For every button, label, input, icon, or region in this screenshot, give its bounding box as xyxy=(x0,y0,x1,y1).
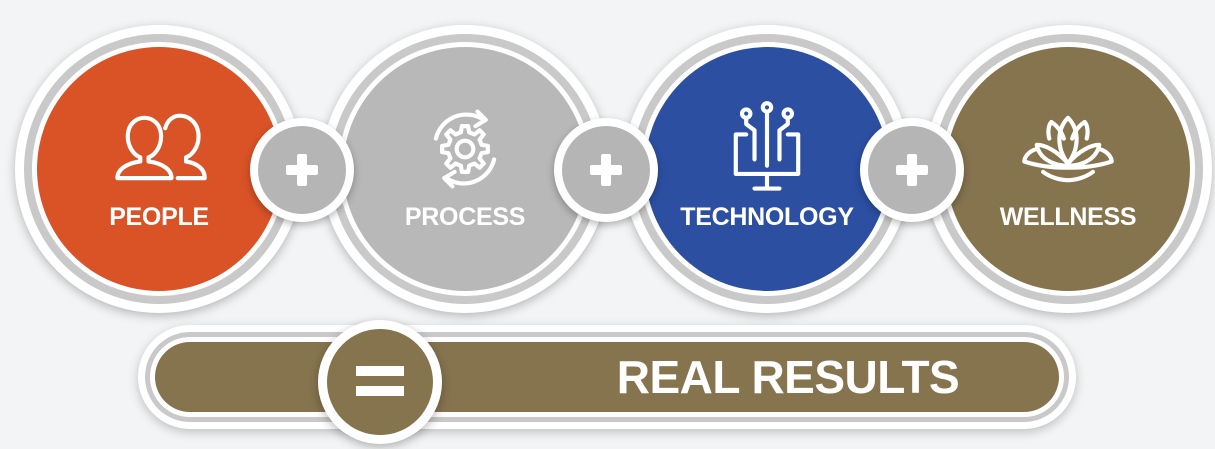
lotus-icon xyxy=(1016,97,1120,201)
pillar-technology-fill: TECHNOLOGY xyxy=(645,47,889,291)
pillar-process-fill: PROCESS xyxy=(343,47,587,291)
gear-cycle-icon xyxy=(413,97,517,201)
plus-icon xyxy=(896,154,928,186)
plus-icon xyxy=(590,154,622,186)
plus-connector xyxy=(860,118,964,222)
pillar-wellness: WELLNESS xyxy=(924,25,1212,313)
result-bar: REAL RESULTS xyxy=(138,325,1076,429)
plus-icon xyxy=(286,154,318,186)
pillar-label: PROCESS xyxy=(404,202,526,231)
plus-connector xyxy=(250,118,354,222)
pillar-wellness-fill: WELLNESS xyxy=(946,47,1190,291)
pillar-people-fill: PEOPLE xyxy=(37,47,281,291)
pillar-label: WELLNESS xyxy=(999,202,1137,231)
plus-connector xyxy=(554,118,658,222)
pillar-label: TECHNOLOGY xyxy=(680,202,854,231)
equals-badge xyxy=(318,320,442,444)
pillar-label: PEOPLE xyxy=(109,202,209,231)
pillar-process: PROCESS xyxy=(321,25,609,313)
equals-icon xyxy=(356,366,404,396)
pillar-people: PEOPLE xyxy=(15,25,303,313)
computer-circuit-icon xyxy=(715,97,819,201)
people-icon xyxy=(107,97,211,201)
result-label: REAL RESULTS xyxy=(616,351,960,403)
